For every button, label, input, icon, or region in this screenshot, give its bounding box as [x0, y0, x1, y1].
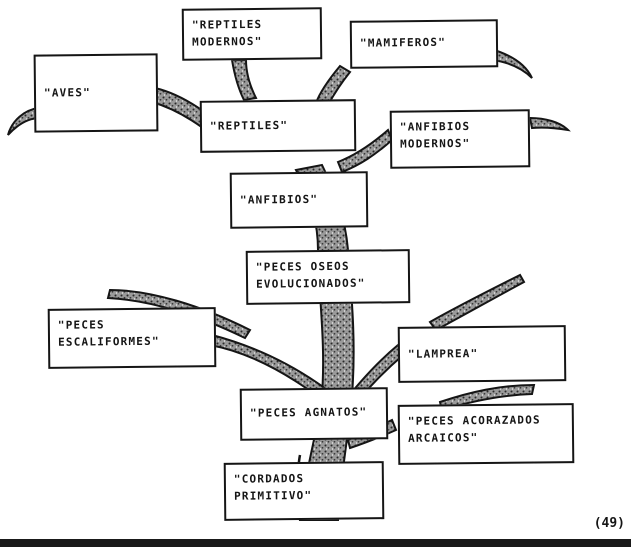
- node-peces-agnatos: "PECES AGNATOS": [239, 387, 389, 441]
- branch-anfibios-modernos: [336, 128, 394, 174]
- node-peces-acorazados-label: "PECES ACORAZADOS ARCAICOS": [407, 413, 541, 445]
- node-aves: "AVES": [33, 53, 159, 133]
- node-lamprea: "LAMPREA": [397, 325, 567, 383]
- node-lamprea-label: "LAMPREA": [407, 347, 479, 361]
- node-cordados: "CORDADOS PRIMITIVO": [223, 461, 385, 521]
- branch-mamiferos-curl: [490, 48, 533, 79]
- page-number: (49): [593, 516, 625, 531]
- node-aves-label: "AVES": [43, 86, 92, 100]
- node-peces-agnatos-label: "PECES AGNATOS": [249, 405, 368, 420]
- node-reptiles-modernos-label: "REPTILES MODERNOS": [191, 17, 263, 49]
- bottom-border: [0, 539, 631, 547]
- branch-aves-curl: [7, 106, 42, 136]
- node-mamiferos-label: "MAMIFEROS": [359, 35, 447, 50]
- node-anfibios-label: "ANFIBIOS": [239, 192, 319, 207]
- branch-lamprea-upper: [428, 273, 526, 332]
- node-peces-oseos-label: "PECES OSEOS EVOLUCIONADOS": [255, 259, 366, 291]
- node-peces-acorazados: "PECES ACORAZADOS ARCAICOS": [397, 403, 575, 465]
- node-reptiles-label: "REPTILES": [209, 118, 289, 133]
- branch-reptiles-modernos: [230, 59, 258, 102]
- node-anfibios-modernos-label: "ANFIBIOS MODERNOS": [399, 119, 471, 151]
- branch-escaliformes-upper: [106, 288, 252, 340]
- node-peces-oseos: "PECES OSEOS EVOLUCIONADOS": [245, 249, 411, 305]
- node-anfibios: "ANFIBIOS": [229, 171, 369, 229]
- node-mamiferos: "MAMIFEROS": [349, 19, 499, 69]
- node-peces-escaliformes-label: "PECES ESCALIFORMES": [57, 318, 160, 349]
- node-reptiles-modernos: "REPTILES MODERNOS": [181, 7, 323, 61]
- branch-anfibios-modernos-curl: [528, 116, 571, 132]
- node-anfibios-modernos: "ANFIBIOS MODERNOS": [389, 109, 531, 169]
- node-reptiles: "REPTILES": [199, 99, 357, 153]
- node-peces-escaliformes: "PECES ESCALIFORMES": [47, 307, 217, 369]
- node-cordados-label: "CORDADOS PRIMITIVO": [233, 471, 313, 503]
